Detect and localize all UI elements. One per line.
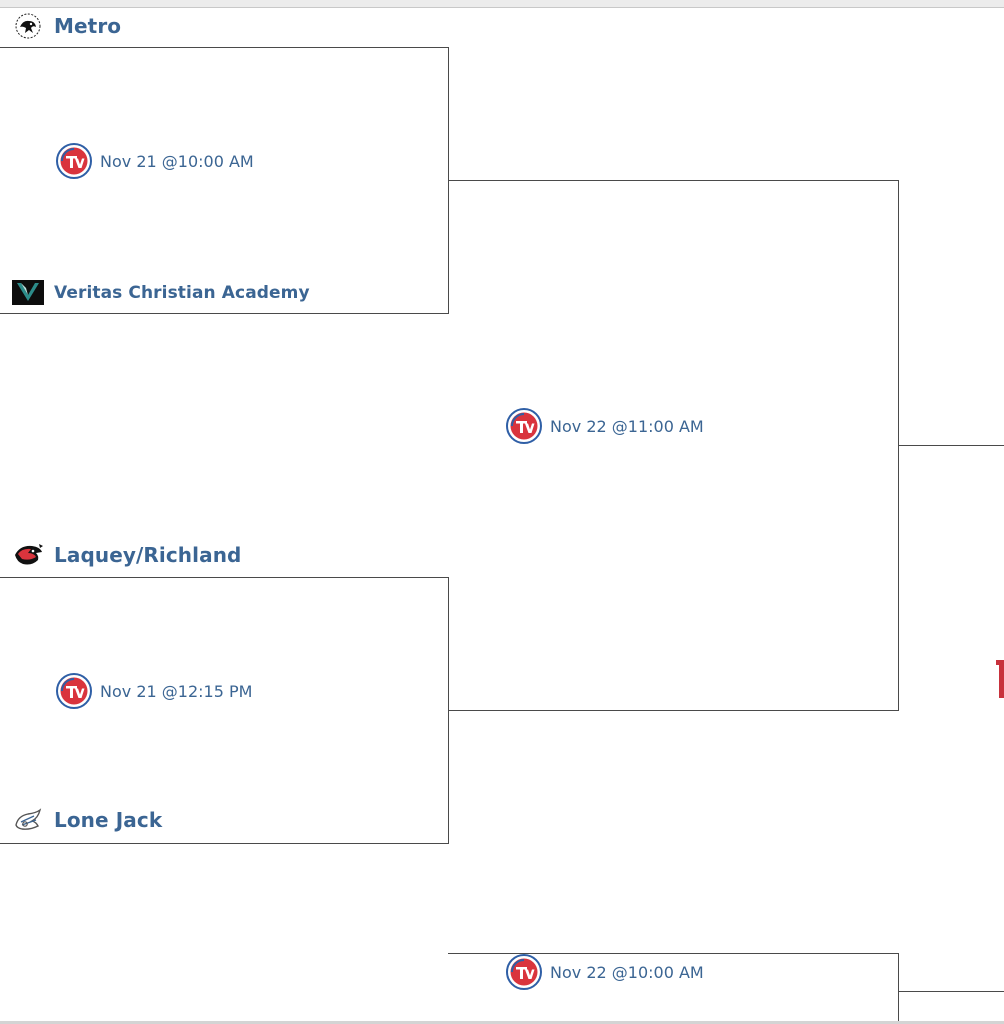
tv-broadcast-icon [506, 408, 542, 444]
bracket-match-1 [0, 47, 449, 314]
game-1-schedule[interactable]: Nov 21 @10:00 AM [56, 143, 254, 179]
game-time: Nov 21 @12:15 PM [100, 681, 253, 701]
bracket-connector-final [898, 445, 1004, 446]
tv-broadcast-icon [506, 954, 542, 990]
bracket-match-2 [0, 577, 449, 844]
bottom-edge [0, 1021, 1004, 1024]
semifinal-1-schedule[interactable]: Nov 22 @11:00 AM [506, 408, 704, 444]
bracket-semifinal-2-right [898, 953, 899, 1023]
bracket-semifinal-1 [448, 180, 899, 711]
game-2-schedule[interactable]: Nov 21 @12:15 PM [56, 673, 252, 709]
team-name: Metro [54, 14, 122, 38]
tv-broadcast-icon [56, 673, 92, 709]
lone-jack-logo-icon [12, 806, 44, 834]
laquey-logo-icon [12, 541, 44, 569]
team-name: Veritas Christian Academy [54, 283, 310, 303]
bracket-semifinal-2-top [448, 953, 899, 954]
game-time: Nov 21 @10:00 AM [100, 151, 254, 171]
veritas-logo-icon [12, 279, 44, 307]
team-name: Laquey/Richland [54, 543, 242, 567]
team-veritas-christian-academy[interactable]: Veritas Christian Academy [12, 279, 310, 307]
metro-logo-icon [12, 12, 44, 40]
game-time: Nov 22 @10:00 AM [550, 962, 704, 982]
team-name: Lone Jack [54, 808, 163, 832]
top-toolbar-edge [0, 0, 1004, 8]
clipped-logo-edge-icon [996, 660, 1004, 698]
tv-broadcast-icon [56, 143, 92, 179]
team-laquey-richland[interactable]: Laquey/Richland [12, 541, 241, 569]
semifinal-2-schedule[interactable]: Nov 22 @10:00 AM [506, 954, 704, 990]
bracket-connector-lower [898, 991, 1004, 992]
game-time: Nov 22 @11:00 AM [550, 416, 704, 436]
team-lone-jack[interactable]: Lone Jack [12, 806, 162, 834]
team-metro[interactable]: Metro [12, 12, 121, 40]
